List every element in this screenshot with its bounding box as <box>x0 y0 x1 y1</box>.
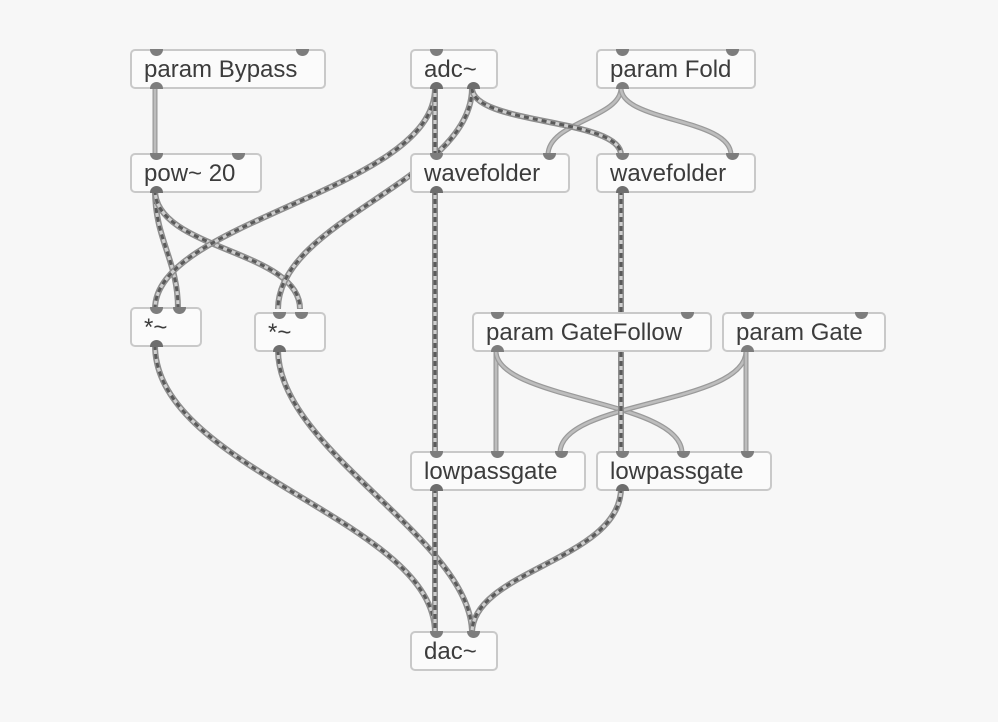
outlet-port[interactable] <box>430 82 443 89</box>
inlet-port[interactable] <box>430 153 443 160</box>
control-cord[interactable] <box>493 348 685 456</box>
inlet-port[interactable] <box>430 631 443 638</box>
signal-cord[interactable] <box>469 87 624 156</box>
inlet-port[interactable] <box>491 451 504 458</box>
outlet-port[interactable] <box>273 345 286 352</box>
signal-cord[interactable] <box>275 87 475 310</box>
wavefolder-object-1[interactable]: wavefolder <box>410 153 570 193</box>
outlet-port[interactable] <box>616 484 629 491</box>
inlet-port[interactable] <box>616 49 629 56</box>
lowpassgate-object-2[interactable]: lowpassgate <box>596 451 772 491</box>
signal-cord[interactable] <box>152 344 438 634</box>
inlet-port[interactable] <box>150 153 163 160</box>
signal-cord[interactable] <box>469 487 624 634</box>
outlet-port[interactable] <box>430 186 443 193</box>
object-label: dac~ <box>424 638 477 665</box>
inlet-port[interactable] <box>855 312 868 319</box>
inlet-port[interactable] <box>726 153 739 160</box>
object-label: param GateFollow <box>486 319 683 346</box>
inlet-port[interactable] <box>681 312 694 319</box>
inlet-port[interactable] <box>677 451 690 458</box>
outlet-port[interactable] <box>430 484 443 491</box>
inlet-port[interactable] <box>726 49 739 56</box>
object-label: lowpassgate <box>424 458 558 485</box>
object-label: *~ <box>268 319 292 346</box>
adc-object[interactable]: adc~ <box>410 49 498 89</box>
outlet-port[interactable] <box>150 340 163 347</box>
inlet-port[interactable] <box>741 451 754 458</box>
object-label: lowpassgate <box>610 458 744 485</box>
outlet-port[interactable] <box>150 82 163 89</box>
inlet-port[interactable] <box>491 312 504 319</box>
inlet-port[interactable] <box>616 153 629 160</box>
inlet-port[interactable] <box>467 631 480 638</box>
outlet-port[interactable] <box>616 82 629 89</box>
outlet-port[interactable] <box>467 82 480 89</box>
object-label: param Fold <box>610 56 732 83</box>
param-bypass-object[interactable]: param Bypass <box>130 49 326 89</box>
lowpassgate-object-1[interactable]: lowpassgate <box>410 451 586 491</box>
inlet-port[interactable] <box>430 451 443 458</box>
param-gate-object[interactable]: param Gate <box>722 312 886 352</box>
inlet-port[interactable] <box>555 451 568 458</box>
object-label: adc~ <box>424 56 477 83</box>
pow-object[interactable]: pow~ 20 <box>130 153 262 193</box>
signal-cord[interactable] <box>275 349 475 634</box>
inlet-port[interactable] <box>741 312 754 319</box>
inlet-port[interactable] <box>150 49 163 56</box>
inlet-port[interactable] <box>232 153 245 160</box>
outlet-port[interactable] <box>616 186 629 193</box>
inlet-port[interactable] <box>273 312 286 319</box>
object-label: wavefolder <box>610 160 727 187</box>
signal-cord[interactable] <box>152 189 303 310</box>
multiply-object-2[interactable]: *~ <box>254 312 326 352</box>
param-fold-object[interactable]: param Fold <box>596 49 756 89</box>
outlet-port[interactable] <box>741 345 754 352</box>
inlet-port[interactable] <box>150 307 163 314</box>
inlet-port[interactable] <box>296 49 309 56</box>
inlet-port[interactable] <box>430 49 443 56</box>
inlet-port[interactable] <box>173 307 186 314</box>
control-cord[interactable] <box>545 85 624 158</box>
object-label: *~ <box>144 314 168 341</box>
object-label: wavefolder <box>424 160 541 187</box>
outlet-port[interactable] <box>491 345 504 352</box>
inlet-port[interactable] <box>543 153 556 160</box>
multiply-object-1[interactable]: *~ <box>130 307 202 347</box>
dac-object[interactable]: dac~ <box>410 631 498 671</box>
control-cord[interactable] <box>557 348 749 456</box>
wavefolder-object-2[interactable]: wavefolder <box>596 153 756 193</box>
object-label: param Gate <box>736 319 863 346</box>
inlet-port[interactable] <box>295 312 308 319</box>
signal-cord[interactable] <box>152 87 438 310</box>
outlet-port[interactable] <box>150 186 163 193</box>
object-label: pow~ 20 <box>144 160 236 187</box>
param-gatefollow-object[interactable]: param GateFollow <box>472 312 712 352</box>
inlet-port[interactable] <box>616 451 629 458</box>
control-cord[interactable] <box>618 85 734 158</box>
object-label: param Bypass <box>144 56 298 83</box>
